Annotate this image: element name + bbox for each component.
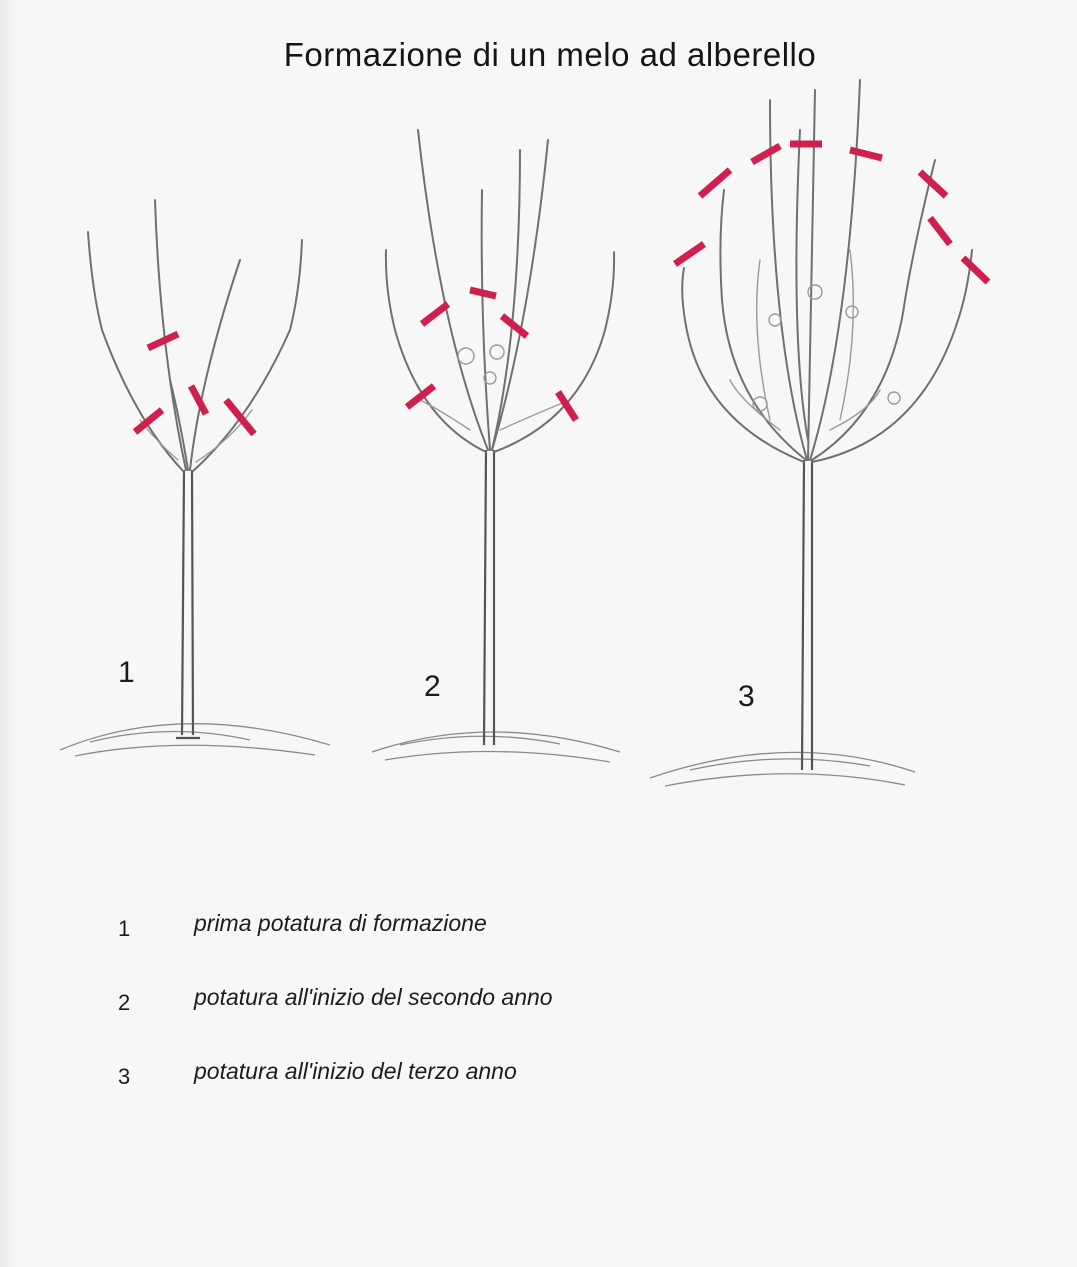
legend-number: 1 <box>118 916 130 942</box>
tree-3-drawing <box>650 80 972 786</box>
cut-mark <box>700 170 730 196</box>
tree-2-drawing <box>372 130 620 762</box>
cut-mark <box>135 410 162 432</box>
legend-text: potatura all'inizio del secondo anno <box>194 984 553 1011</box>
cut-mark <box>470 290 496 296</box>
legend-number: 2 <box>118 990 130 1016</box>
cut-mark <box>850 150 882 158</box>
cut-mark <box>963 258 988 282</box>
cut-mark <box>930 218 950 244</box>
legend-text: prima potatura di formazione <box>194 910 487 937</box>
cut-mark <box>920 172 946 196</box>
tree-3-number: 3 <box>738 680 755 714</box>
tree-1-cut-marks <box>135 334 254 434</box>
tree-1-number: 1 <box>118 656 135 690</box>
tree-2-number: 2 <box>424 670 441 704</box>
cut-mark <box>675 244 704 264</box>
tree-1-drawing <box>60 200 330 756</box>
legend-number: 3 <box>118 1064 130 1090</box>
tree-2-cut-marks <box>407 290 576 420</box>
legend-text: potatura all'inizio del terzo anno <box>194 1058 517 1085</box>
cut-mark <box>422 304 448 324</box>
cut-mark <box>752 146 780 162</box>
cut-mark <box>148 334 178 348</box>
